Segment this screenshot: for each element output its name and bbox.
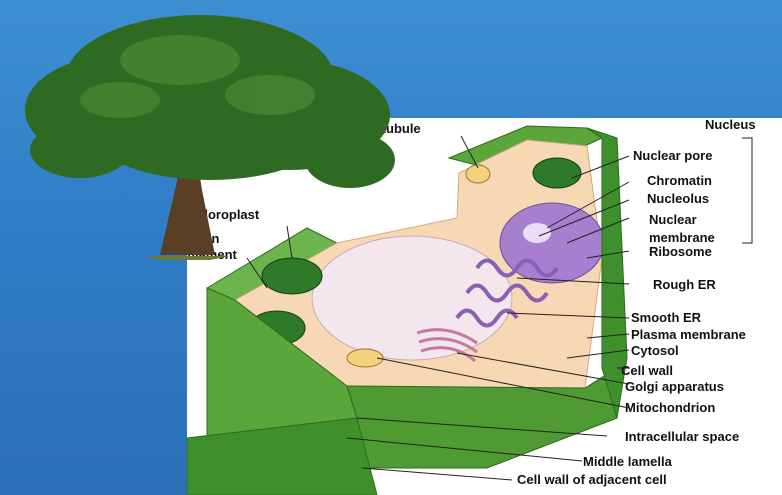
tree-ground-shadow	[145, 256, 230, 260]
label-rough-er: Rough ER	[653, 278, 716, 292]
label-nuclear-pore: Nuclear pore	[633, 149, 712, 163]
chloroplast-3	[533, 158, 581, 188]
label-ribosome: Ribosome	[649, 245, 712, 259]
label-nucleolus: Nucleolus	[647, 192, 709, 206]
label-nuclear-membrane-2: membrane	[649, 231, 715, 245]
label-intracellular-space: Intracellular space	[625, 430, 739, 444]
label-nuclear-membrane-1: Nuclear	[649, 213, 697, 227]
label-nucleus: Nucleus	[705, 118, 756, 132]
label-plasma-membrane: Plasma membrane	[631, 328, 746, 342]
label-smooth-er: Smooth ER	[631, 311, 701, 325]
label-cell-wall-adjacent: Cell wall of adjacent cell	[517, 473, 667, 487]
label-cytosol: Cytosol	[631, 344, 679, 358]
label-mitochondrion: Mitochondrion	[625, 401, 715, 415]
tree-image	[10, 0, 410, 270]
label-cell-wall: Cell wall	[621, 364, 673, 378]
label-golgi: Golgi apparatus	[625, 380, 724, 394]
label-middle-lamella: Middle lamella	[583, 455, 672, 469]
label-chromatin: Chromatin	[647, 174, 712, 188]
